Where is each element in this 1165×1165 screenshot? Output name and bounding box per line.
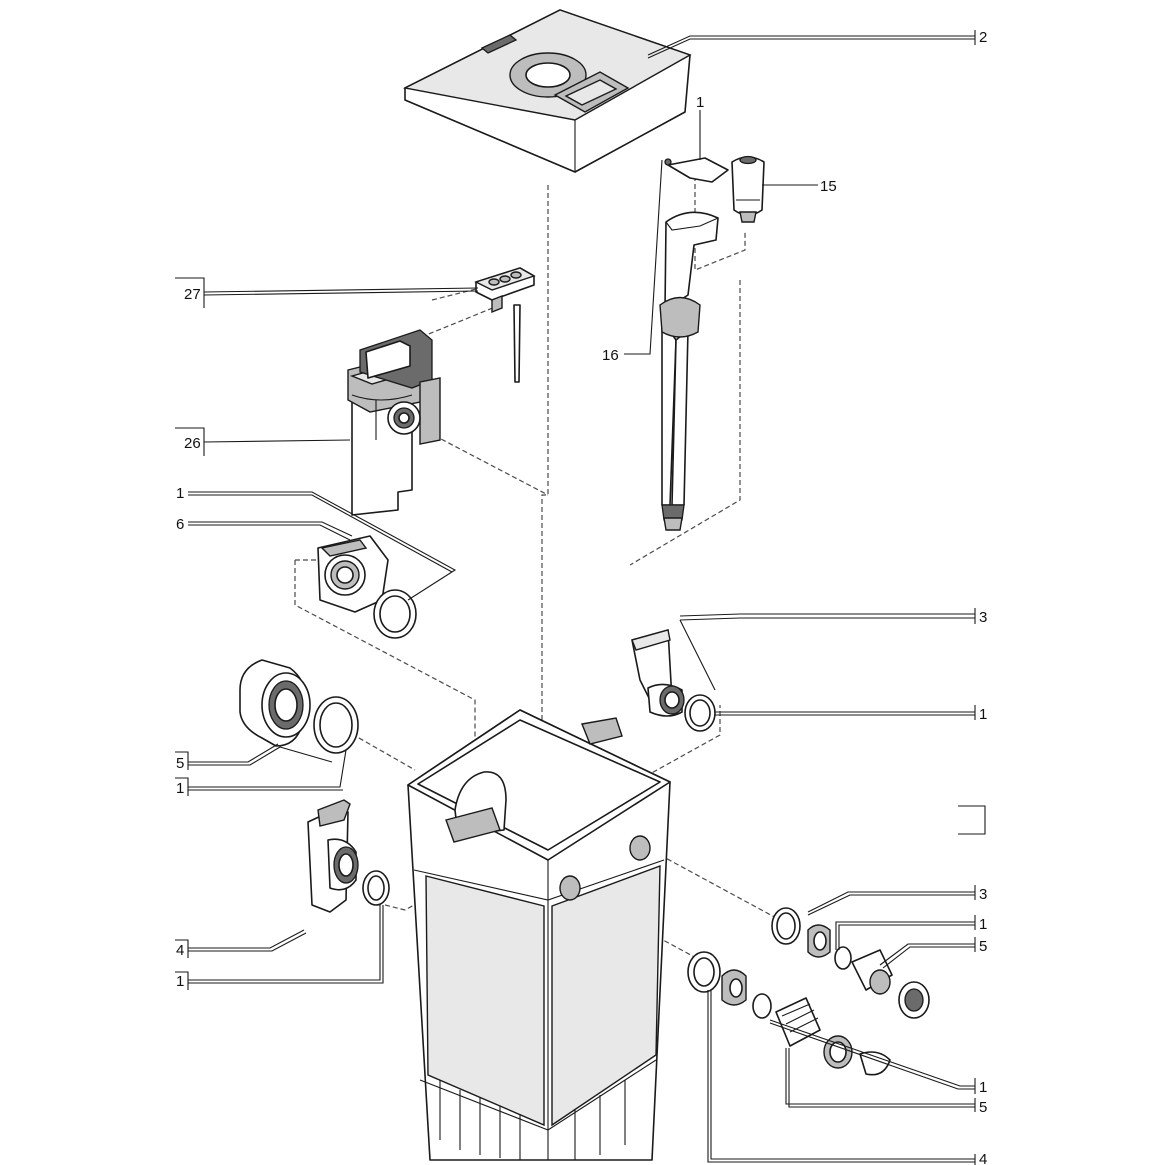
filter-lid bbox=[402, 9, 692, 173]
seal-ring-6 bbox=[373, 589, 417, 639]
callout-1-ring-b: 1 bbox=[979, 706, 987, 723]
callout-2: 2 bbox=[979, 29, 987, 46]
callout-6: 6 bbox=[176, 516, 184, 533]
control-panel bbox=[474, 267, 536, 383]
filter-cartridge-housing bbox=[347, 329, 441, 516]
callout-4-lower: 4 bbox=[979, 1151, 987, 1165]
seal-ring-3 bbox=[684, 694, 716, 732]
outlet-fitting-with-clamp bbox=[307, 799, 359, 913]
uvc-lamp bbox=[731, 155, 765, 223]
callout-27: 27 bbox=[184, 286, 201, 303]
uvc-clarifier-tube bbox=[659, 211, 719, 531]
seal-ring-4 bbox=[362, 870, 390, 906]
callout-1-ring-c: 1 bbox=[176, 780, 184, 797]
callout-5-round-inlet: 5 bbox=[176, 755, 184, 772]
uvc-bracket bbox=[664, 157, 729, 183]
fittings-upper-row bbox=[771, 907, 930, 1019]
callout-1-ring-e: 1 bbox=[176, 973, 184, 990]
flat-inlet-adapter bbox=[631, 629, 685, 717]
seal-ring-5 bbox=[313, 696, 359, 754]
callout-15: 15 bbox=[820, 178, 837, 195]
callout-5-hose-tail-b: 5 bbox=[979, 1099, 987, 1116]
callout-leader-lines bbox=[175, 30, 986, 1165]
callout-1-ring-d: 1 bbox=[979, 916, 987, 933]
callout-1-ring-f: 1 bbox=[979, 1079, 987, 1096]
callout-3-lower: 3 bbox=[979, 886, 987, 903]
callout-5-hose-tail-a: 5 bbox=[979, 938, 987, 955]
round-inlet-adapter bbox=[239, 659, 311, 747]
callout-26: 26 bbox=[184, 435, 201, 452]
callout-16: 16 bbox=[602, 347, 619, 364]
callout-3-flat-inlet: 3 bbox=[979, 609, 987, 626]
callout-1-lamp-bracket: 1 bbox=[696, 94, 704, 111]
callout-4-outlet: 4 bbox=[176, 942, 184, 959]
callout-1-ring-a: 1 bbox=[176, 485, 184, 502]
filter-container bbox=[407, 709, 671, 1161]
brand-logo-icon bbox=[480, 34, 518, 54]
callout-labels: 2 1 15 27 16 26 1 6 3 1 5 1 3 1 5 4 1 1 … bbox=[176, 29, 987, 1165]
flat-outlet-adapter bbox=[317, 535, 389, 613]
